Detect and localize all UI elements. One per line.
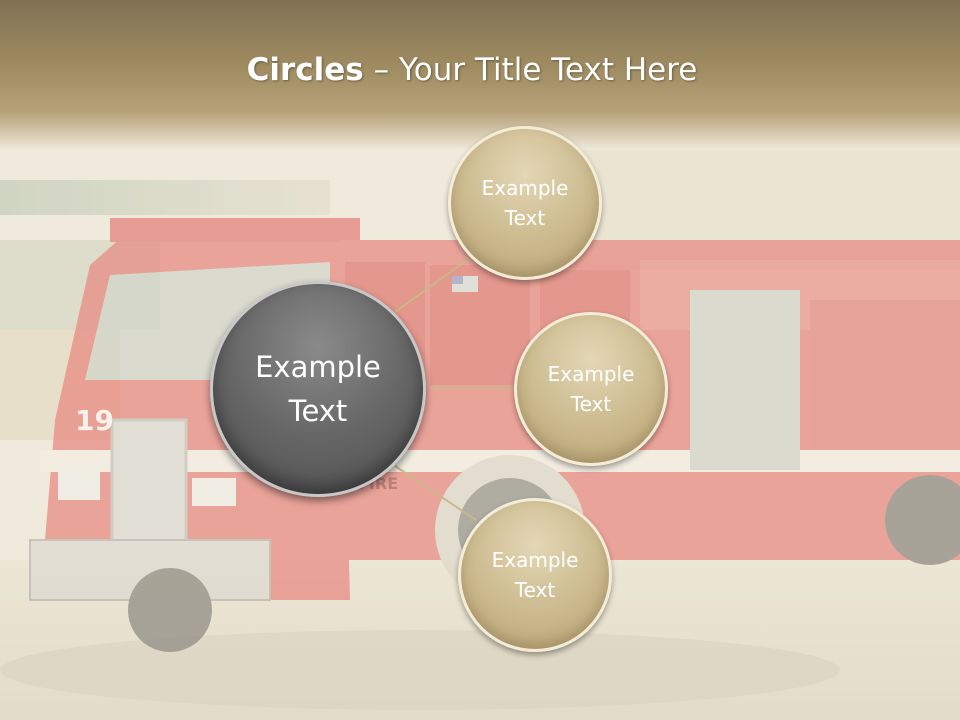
connector-line-bottom [394,465,477,521]
outer-circle-top-line2: Text [504,206,546,230]
outer-circle-middle-line1: Example [547,362,635,386]
outer-circle-bottom-line2: Text [514,578,556,602]
outer-circle-middle-line2: Text [570,392,612,416]
center-circle-line2: Text [288,394,348,428]
outer-circle-top: Example Text [448,126,602,280]
title-bar [0,0,960,150]
outer-circle-bottom-line1: Example [491,548,579,572]
slide-title: Circles – Your Title Text Here [0,52,944,88]
center-circle: Example Text [210,281,426,497]
outer-circle-bottom: Example Text [458,498,612,652]
truck-unit-number: 19 [75,404,114,437]
connector-line-top [394,257,471,313]
outer-circle-middle: Example Text [514,312,668,466]
title-bold: Circles [246,52,364,88]
connector-lines [394,257,514,521]
title-rest: – Your Title Text Here [363,52,698,88]
center-circle-line1: Example [255,350,381,384]
outer-circle-top-line1: Example [481,176,569,200]
